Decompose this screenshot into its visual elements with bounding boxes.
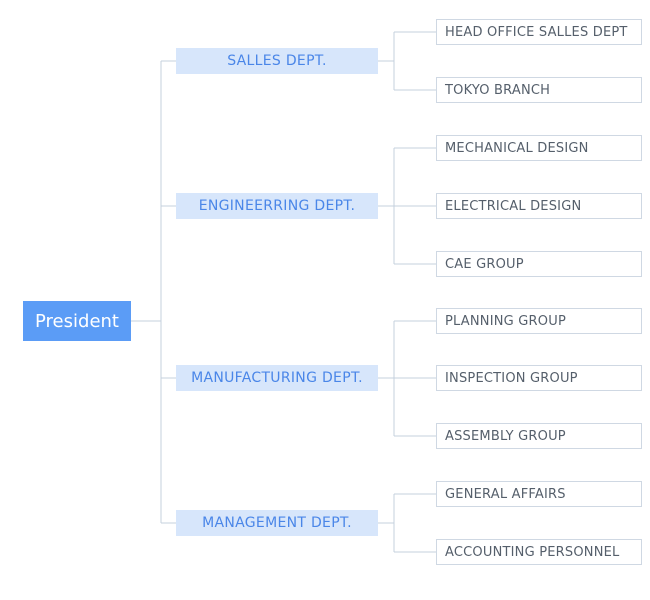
connector-branch-0: [378, 31, 436, 91]
group-node-planning-group: PLANNING GROUP: [436, 308, 642, 334]
group-node-accounting-personnel: ACCOUNTING PERSONNEL: [436, 539, 642, 565]
dept-node-management: MANAGEMENT DEPT.: [176, 510, 378, 536]
group-node-electrical-design: ELECTRICAL DESIGN: [436, 193, 642, 219]
connector-branch-2: [378, 320, 436, 437]
group-node-head-office-salles: HEAD OFFICE SALLES DEPT: [436, 19, 642, 45]
group-node-general-affairs: GENERAL AFFAIRS: [436, 481, 642, 507]
connector-branch-1: [378, 147, 436, 265]
dept-node-salles: SALLES DEPT.: [176, 48, 378, 74]
dept-node-engineering: ENGINEERRING DEPT.: [176, 193, 378, 219]
president-node: President: [23, 301, 131, 341]
group-node-cae-group: CAE GROUP: [436, 251, 642, 277]
group-node-assembly-group: ASSEMBLY GROUP: [436, 423, 642, 449]
group-node-inspection-group: INSPECTION GROUP: [436, 365, 642, 391]
connector-branch-3: [378, 493, 436, 553]
dept-node-manufacturing: MANUFACTURING DEPT.: [176, 365, 378, 391]
group-node-mechanical-design: MECHANICAL DESIGN: [436, 135, 642, 161]
group-node-tokyo-branch: TOKYO BRANCH: [436, 77, 642, 103]
